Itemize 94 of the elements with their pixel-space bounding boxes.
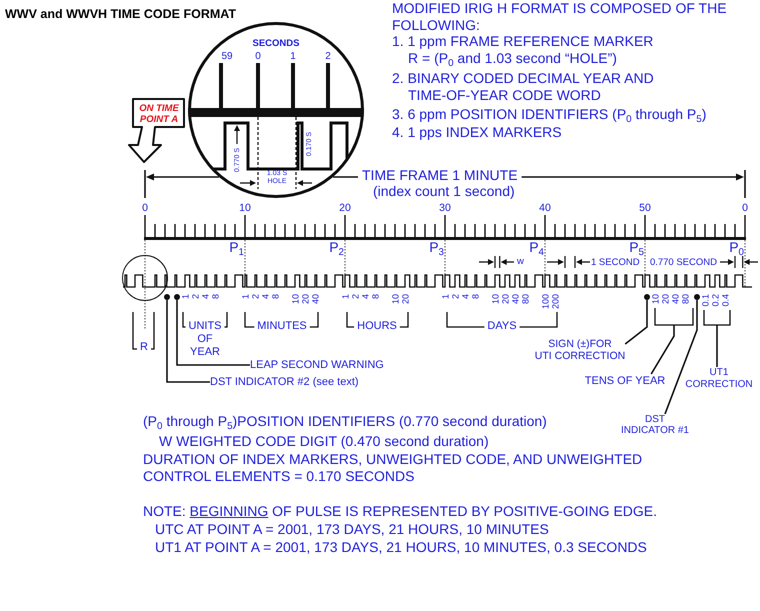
bit-weight-number: 40 bbox=[672, 294, 680, 304]
dimension-label: TIME FRAME 1 MINUTE bbox=[362, 167, 518, 183]
bit-weight-number: 2 bbox=[192, 294, 200, 300]
dimension-label: w bbox=[517, 256, 524, 268]
bit-weight-number: 8 bbox=[372, 294, 380, 300]
leader-line bbox=[650, 326, 675, 374]
callout-label: SIGN (±)FOR UTI CORRECTION bbox=[534, 338, 626, 362]
bit-weight-number: 20 bbox=[402, 294, 410, 304]
second-number: 1 bbox=[290, 51, 296, 63]
bracket-label: HOURS bbox=[357, 320, 397, 333]
bit-weight-number: 4 bbox=[262, 294, 270, 300]
note-text: W WEIGHTED CODE DIGIT (0.470 second duration) bbox=[159, 433, 489, 450]
bit-weight-number: 4 bbox=[202, 294, 210, 300]
dot-icon bbox=[164, 294, 170, 300]
callout-label: DST INDICATOR #2 (see text) bbox=[210, 375, 359, 389]
bit-weight-number: 20 bbox=[502, 294, 510, 304]
position-label: P$_{4}$ bbox=[529, 240, 544, 254]
bracket-label: UNITS OF YEAR bbox=[188, 320, 222, 359]
note-text: (P$_{0}$ through P$_{5}$)POSITION IDENTIFIERS (0.770 second duration) bbox=[143, 413, 547, 430]
bit-weight-number: 1 bbox=[342, 294, 350, 300]
position-label: P$_{3}$ bbox=[429, 240, 444, 254]
leader-line bbox=[166, 300, 210, 383]
callout-label: UT1 CORRECTION bbox=[685, 367, 753, 391]
dimension-label: (index count 1 second) bbox=[373, 183, 515, 199]
bit-weight-number: 4 bbox=[362, 294, 370, 300]
callout-label: LEAP SECOND WARNING bbox=[250, 358, 384, 372]
bit-weight-number: 0.4 bbox=[722, 294, 730, 307]
callout-label: TENS OF YEAR bbox=[584, 374, 666, 388]
leader-line bbox=[176, 300, 250, 366]
bit-weight-number: 200 bbox=[552, 294, 560, 310]
dimension-label: 0.770 SECOND bbox=[650, 257, 717, 269]
intro-text: MODIFIED IRIG H FORMAT IS COMPOSED OF THE FOLLOWING: bbox=[392, 0, 727, 34]
leader-line bbox=[664, 300, 698, 414]
callout-arrow bbox=[128, 98, 185, 163]
dimension-label: 1 SECOND bbox=[591, 257, 640, 269]
bracket-label: R bbox=[140, 341, 148, 354]
bit-weight-number: 1 bbox=[242, 294, 250, 300]
position-label: P$_{0}$ bbox=[729, 240, 744, 254]
note-text: NOTE: BEGINNING OF PULSE IS REPRESENTED BY POSITIVE-GOING EDGE. bbox=[143, 503, 658, 520]
list-item: 1. 1 ppm FRAME REFERENCE MARKER bbox=[392, 33, 654, 50]
tick-number: 0 bbox=[742, 202, 748, 214]
position-label: P$_{1}$ bbox=[229, 240, 244, 254]
bit-weight-number: 10 bbox=[492, 294, 500, 304]
bracket bbox=[703, 310, 731, 326]
tick-number: 0 bbox=[142, 202, 148, 214]
bit-weight-number: 2 bbox=[352, 294, 360, 300]
bracket-label: DAYS bbox=[487, 320, 517, 333]
dot-icon bbox=[174, 294, 180, 300]
callout-text: ON TIME POINT A bbox=[139, 103, 179, 125]
bit-weight-number: 2 bbox=[452, 294, 460, 300]
second-number: 2 bbox=[325, 51, 331, 63]
bit-weight-number: 8 bbox=[472, 294, 480, 300]
note-text: UT1 AT POINT A = 2001, 173 DAYS, 21 HOURS, 10 MINUTES, 0.3 SECONDS bbox=[155, 539, 647, 556]
tick-number: 20 bbox=[339, 202, 351, 214]
bracket bbox=[654, 308, 694, 326]
second-number: 59 bbox=[221, 51, 233, 63]
leader-line bbox=[716, 326, 718, 367]
dot-icon bbox=[644, 294, 650, 300]
title: WWV and WWVH TIME CODE FORMAT bbox=[5, 6, 236, 22]
bit-weight-number: 10 bbox=[652, 294, 660, 304]
bit-weight-number: 10 bbox=[292, 294, 300, 304]
list-item: R = (P$_{0}$ and 1.03 second “HOLE”) bbox=[408, 50, 617, 67]
tick-number: 50 bbox=[639, 202, 651, 214]
bit-weight-number: 20 bbox=[662, 294, 670, 304]
tick-number: 40 bbox=[539, 202, 551, 214]
position-label: P$_{5}$ bbox=[629, 240, 644, 254]
bit-weight-number: 40 bbox=[512, 294, 520, 304]
second-number: 0 bbox=[255, 51, 261, 63]
bit-weight-number: 80 bbox=[682, 294, 690, 304]
bit-weight-number: 20 bbox=[302, 294, 310, 304]
bit-weight-number: 1 bbox=[442, 294, 450, 300]
bit-weight-number: 4 bbox=[462, 294, 470, 300]
bit-weight-number: 10 bbox=[392, 294, 400, 304]
axis-label: SECONDS bbox=[252, 38, 300, 49]
bit-weight-number: 8 bbox=[272, 294, 280, 300]
tick-number: 30 bbox=[439, 202, 451, 214]
list-item: 3. 6 ppm POSITION IDENTIFIERS (P$_{0}$ through P$_{5}$) bbox=[392, 106, 706, 123]
bit-weight-number: 2 bbox=[252, 294, 260, 300]
bit-weight-number: 0.2 bbox=[712, 294, 720, 307]
list-item: 4. 1 pps INDEX MARKERS bbox=[392, 124, 562, 141]
leader-line bbox=[624, 300, 648, 345]
tick-number: 10 bbox=[239, 202, 251, 214]
bracket-label: MINUTES bbox=[257, 320, 307, 333]
bit-weight-number: 1 bbox=[182, 294, 190, 300]
position-label: P$_{2}$ bbox=[329, 240, 344, 254]
bit-weight-number: 0.1 bbox=[702, 294, 710, 307]
note-text: UTC AT POINT A = 2001, 173 DAYS, 21 HOURS, 10 MINUTES bbox=[155, 521, 549, 538]
dot-icon bbox=[694, 294, 700, 300]
bit-weight-number: 8 bbox=[212, 294, 220, 300]
bit-weight-number: 80 bbox=[522, 294, 530, 304]
bit-weight-number: 40 bbox=[312, 294, 320, 304]
bit-weight-number: 100 bbox=[542, 294, 550, 310]
note-text: DURATION OF INDEX MARKERS, UNWEIGHTED CODE, AND UNWEIGHTED CONTROL ELEMENTS = 0.170 SECONDS bbox=[143, 451, 642, 485]
callout-label: DST INDICATOR #1 bbox=[621, 414, 689, 436]
